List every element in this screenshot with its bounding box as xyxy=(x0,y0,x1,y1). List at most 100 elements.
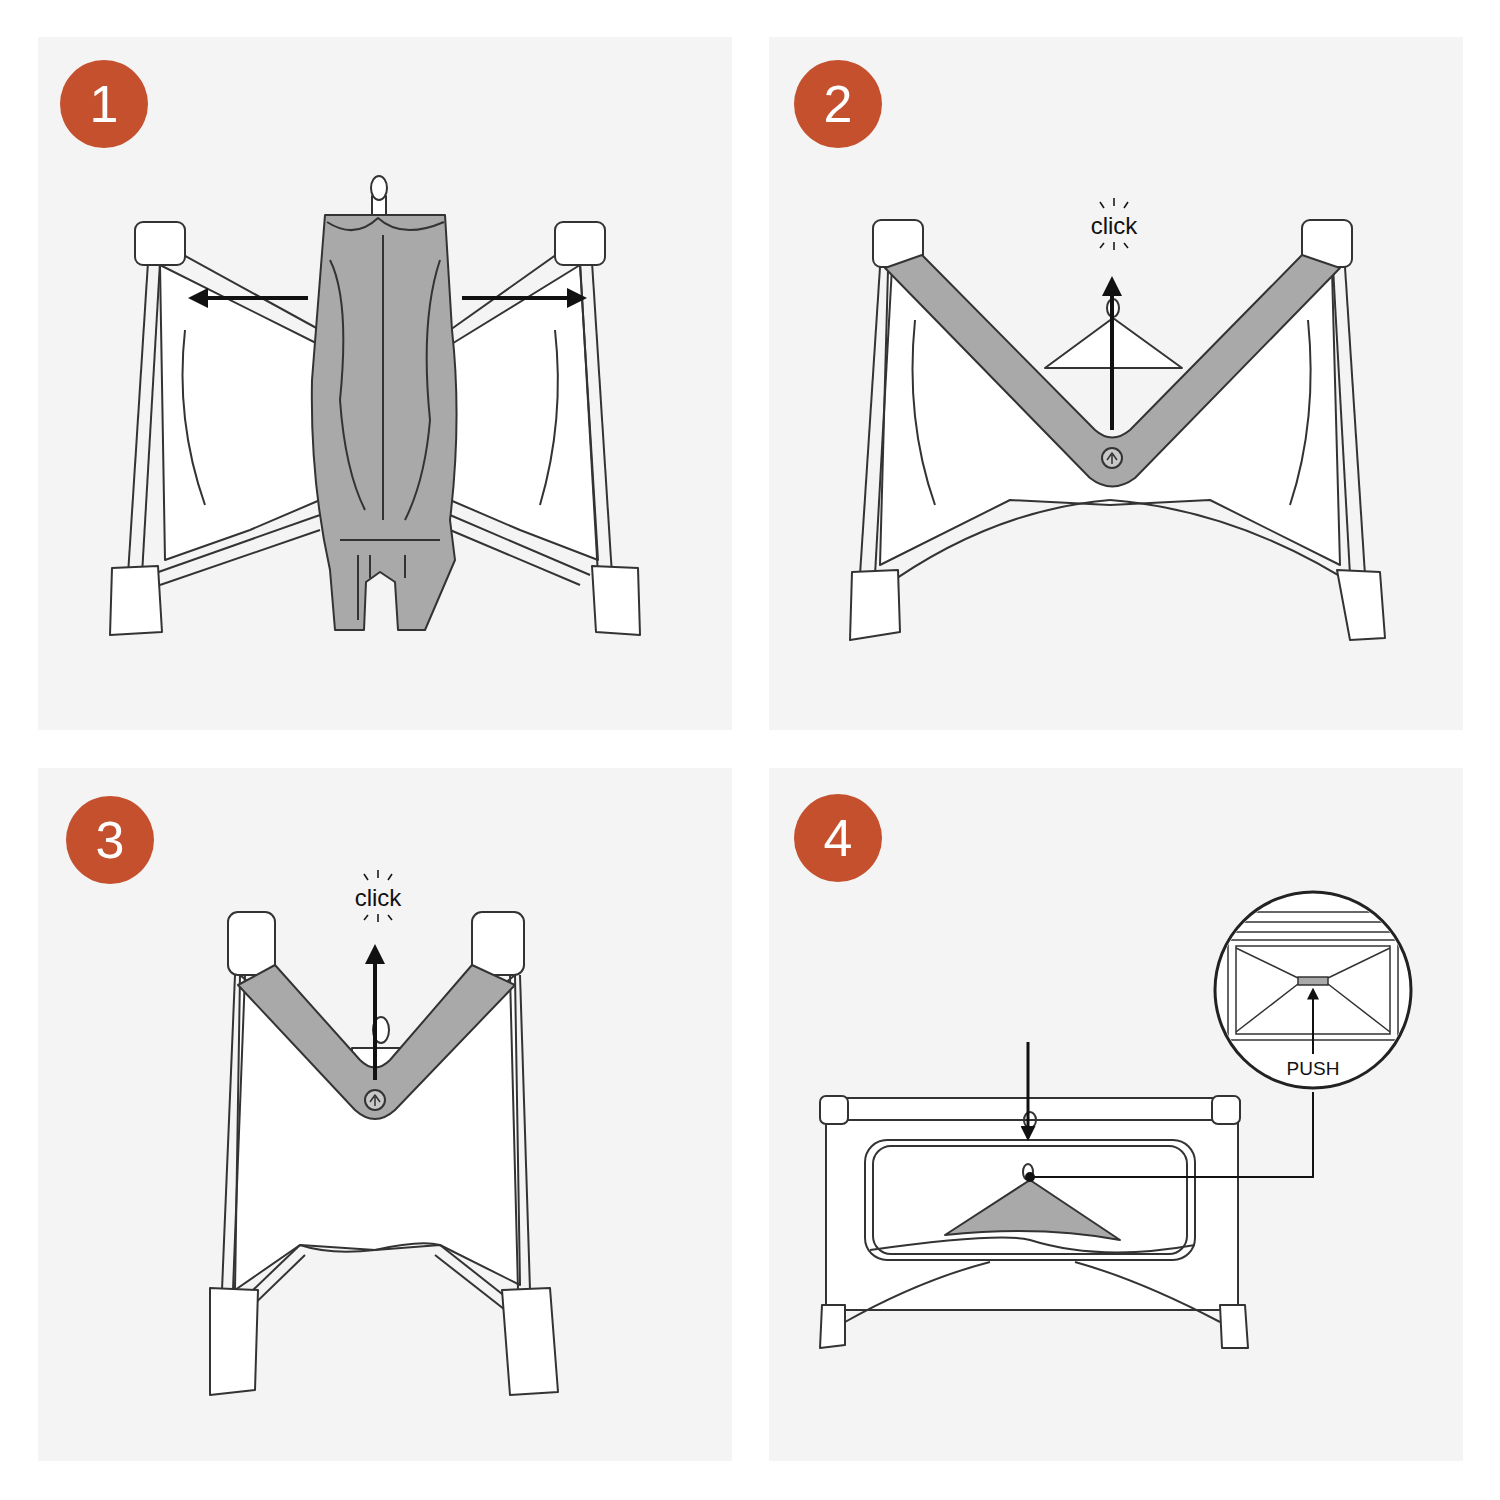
playard-frame xyxy=(160,265,320,560)
playard-frame xyxy=(222,975,235,1290)
leader-line xyxy=(1030,1092,1313,1177)
panel-background xyxy=(38,37,1463,1461)
click-sparkle xyxy=(1124,243,1128,248)
playard-frame xyxy=(210,912,558,1395)
panel-background xyxy=(769,37,1463,730)
playard-frame xyxy=(880,500,1110,590)
step-number-badge: 4 xyxy=(794,794,882,882)
playard-frame xyxy=(845,1262,990,1322)
playard-frame xyxy=(450,265,598,560)
folded-playard xyxy=(327,218,444,230)
playard-frame xyxy=(233,975,245,1290)
playard-frame xyxy=(555,222,605,265)
panel-background xyxy=(38,37,732,730)
folded-playard xyxy=(382,235,384,520)
folded-playard xyxy=(330,260,365,510)
folding-band xyxy=(885,255,1340,487)
playard-frame xyxy=(178,252,320,330)
click-sparkle xyxy=(388,874,392,880)
direction-arrow xyxy=(373,948,377,1080)
folded-playard xyxy=(312,176,457,630)
folded-playard xyxy=(371,176,387,200)
folded-playard xyxy=(404,555,406,578)
zoom-detail xyxy=(1210,911,1420,913)
zoom-detail xyxy=(1210,921,1420,923)
click-sparkle xyxy=(1113,242,1115,250)
playard-frame xyxy=(820,1305,845,1348)
callout-text: PUSH xyxy=(1287,1059,1340,1078)
click-sparkle xyxy=(1100,202,1104,208)
zoom-detail xyxy=(1228,940,1398,1040)
folding-band xyxy=(1102,448,1122,468)
playard-frame xyxy=(592,566,640,635)
playard-frame xyxy=(1075,1262,1220,1322)
playard-frame xyxy=(850,220,1385,640)
direction-arrow xyxy=(462,296,583,300)
zoom-detail xyxy=(1210,931,1420,933)
step-number-badge: 3 xyxy=(66,796,154,884)
panel-background xyxy=(769,768,1463,1461)
playard-frame xyxy=(1333,267,1350,575)
playard-frame xyxy=(450,530,580,585)
zoom-detail xyxy=(1236,984,1390,1032)
playard-frame xyxy=(870,1238,1195,1253)
playard-frame xyxy=(142,262,160,575)
playard-frame xyxy=(820,1096,1248,1348)
playard-frame xyxy=(150,515,320,575)
playard-frame xyxy=(913,320,936,505)
zoom-detail xyxy=(1236,948,1390,978)
badge-circle xyxy=(60,60,148,148)
direction-arrow xyxy=(1027,1042,1030,1138)
badge-circle xyxy=(794,794,882,882)
folding-band xyxy=(365,1090,385,1110)
click-sparkle xyxy=(377,914,379,922)
playard-frame xyxy=(160,530,320,585)
zoom-callout: PUSH xyxy=(1213,890,1413,1090)
folded-playard xyxy=(357,555,359,620)
step-number: 1 xyxy=(90,78,119,130)
push-arrow xyxy=(1312,990,1314,1054)
playard-frame xyxy=(1220,1305,1248,1348)
panel-background xyxy=(38,768,732,1461)
click-sparkle xyxy=(377,870,379,878)
zoom-detail xyxy=(1236,946,1390,1034)
zoom-detail xyxy=(1210,912,1420,1040)
playard-frame xyxy=(520,975,530,1290)
direction-arrow xyxy=(192,296,583,300)
direction-arrow xyxy=(1027,1042,1030,1138)
folded-playard xyxy=(369,555,371,578)
push-arrow xyxy=(1312,990,1314,1054)
folded-playard xyxy=(405,260,440,520)
playard-frame xyxy=(210,1288,258,1395)
playard-frame xyxy=(540,330,558,505)
folded-playard xyxy=(340,539,440,541)
playard-frame xyxy=(502,1288,558,1395)
sound-cue: click xyxy=(1091,214,1138,238)
badge-circle xyxy=(66,796,154,884)
step-number-badge: 1 xyxy=(60,60,148,148)
playard-frame xyxy=(1110,500,1362,590)
playard-frame xyxy=(826,1120,1238,1310)
playard-frame xyxy=(945,1180,1120,1240)
direction-arrow xyxy=(373,948,377,1080)
direction-arrow xyxy=(1110,280,1114,430)
click-sparkle xyxy=(364,874,368,880)
playard-frame xyxy=(850,570,900,640)
click-sparkle xyxy=(1124,202,1128,208)
folded-playard xyxy=(312,215,457,630)
playard-frame xyxy=(472,912,524,975)
playard-frame xyxy=(873,1146,1187,1254)
step-number-badge: 2 xyxy=(794,60,882,148)
folding-band xyxy=(370,1095,380,1106)
step-number: 3 xyxy=(96,814,125,866)
playard-frame xyxy=(110,566,162,635)
zoom-detail xyxy=(1298,977,1328,985)
playard-frame xyxy=(183,330,206,505)
click-sparkle xyxy=(1113,198,1115,206)
playard-frame xyxy=(300,1243,440,1251)
playard-frame xyxy=(135,222,185,265)
playard-frame xyxy=(510,975,518,1290)
